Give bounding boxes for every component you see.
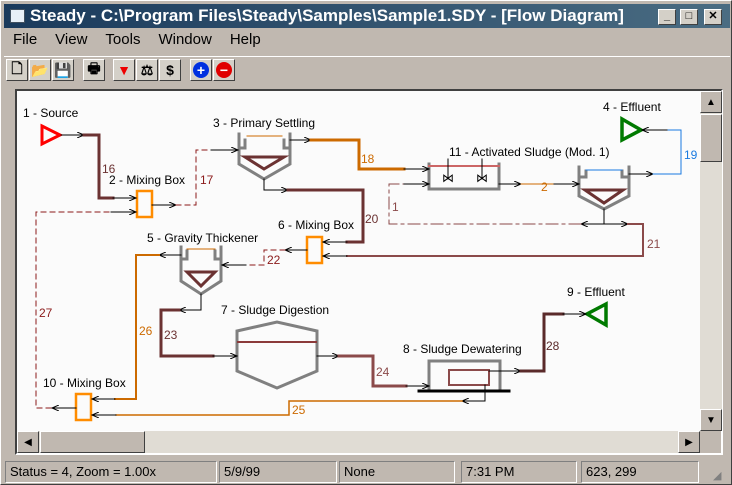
flow-diagram-canvas[interactable]: ⋈⋈ 1 - Source 2 - Mixing Box 3 - Primary… [17, 91, 700, 431]
menu-help[interactable]: Help [229, 31, 261, 48]
stream-label: 23 [164, 328, 178, 342]
stream-17[interactable] [151, 150, 238, 205]
unit-label: 4 - Effluent [603, 100, 661, 114]
save-icon[interactable]: 💾 [52, 59, 74, 81]
toolbar: 🗋 📂 💾 🖶 ▼ ⚖ $ + − [4, 56, 730, 82]
mixing-box-10[interactable] [74, 392, 93, 422]
unit-label: 3 - Primary Settling [213, 116, 315, 130]
plus-circle-icon: + [193, 62, 209, 78]
secondary-clarifier[interactable] [577, 165, 631, 211]
menu-window[interactable]: Window [158, 31, 212, 48]
gravity-thickener-unit[interactable] [179, 245, 223, 296]
unit-label: 7 - Sludge Digestion [221, 303, 329, 317]
stream-label: 2 [541, 180, 548, 194]
close-button[interactable]: ✕ [704, 9, 722, 25]
stream-label: 27 [39, 306, 53, 320]
svg-text:⋈: ⋈ [442, 171, 454, 185]
vertical-scrollbar[interactable]: ▲ ▼ [700, 91, 722, 431]
scroll-up-button[interactable]: ▲ [700, 91, 722, 113]
stream-18[interactable] [289, 140, 429, 169]
menu-view[interactable]: View [55, 31, 88, 48]
menu-tools[interactable]: Tools [105, 31, 141, 48]
stream-label: 16 [102, 162, 116, 176]
stream-26[interactable] [92, 255, 182, 399]
svg-text:⋈: ⋈ [476, 171, 488, 185]
scroll-down-button[interactable]: ▼ [700, 409, 722, 431]
status-time: 7:31 PM [461, 461, 577, 483]
effluent-4-unit[interactable] [620, 115, 645, 143]
stream-19[interactable] [628, 130, 682, 174]
unit-label: 8 - Sludge Dewatering [403, 342, 522, 356]
horizontal-scrollbar[interactable]: ◀ ▶ [17, 431, 700, 453]
stream-16[interactable] [60, 135, 136, 198]
stream-label: 21 [647, 237, 661, 251]
stream-27[interactable] [35, 212, 136, 408]
sludge-digestion-unit[interactable] [235, 320, 319, 390]
horizontal-scroll-thumb[interactable] [40, 431, 145, 453]
stream-21[interactable] [323, 224, 644, 256]
status-coords: 623, 299 [581, 461, 699, 483]
unit-label: 10 - Mixing Box [43, 376, 126, 390]
effluent-9-unit[interactable] [583, 301, 608, 329]
scroll-right-button[interactable]: ▶ [678, 431, 700, 453]
unit-label: 2 - Mixing Box [109, 173, 185, 187]
menu-file[interactable]: File [13, 31, 38, 48]
primary-settling-unit[interactable] [237, 132, 292, 181]
stream-20[interactable] [263, 178, 365, 242]
stream-22[interactable] [222, 250, 308, 265]
unit-label: 5 - Gravity Thickener [147, 231, 258, 245]
stream-25[interactable] [92, 384, 486, 415]
title-bar: Steady - C:\Program Files\Steady\Samples… [4, 4, 730, 28]
minimize-button[interactable]: _ [658, 9, 676, 25]
window-title: Steady - C:\Program Files\Steady\Samples… [30, 6, 624, 25]
unit-label: 1 - Source [23, 106, 79, 120]
balance-icon[interactable]: ⚖ [136, 59, 158, 81]
stream-label: 26 [139, 324, 153, 338]
diagram-frame: ⋈⋈ 1 - Source 2 - Mixing Box 3 - Primary… [15, 89, 723, 455]
flow-icon[interactable]: ▼ [113, 59, 135, 81]
status-zoom: Status = 4, Zoom = 1.00x [5, 461, 217, 483]
activated-sludge-tank[interactable]: ⋈⋈ [427, 158, 501, 191]
unit-label: 6 - Mixing Box [278, 218, 354, 232]
stream-label: 25 [292, 403, 306, 417]
open-icon[interactable]: 📂 [29, 59, 51, 81]
unit-label: 11 - Activated Sludge (Mod. 1) [449, 145, 610, 159]
stream-28[interactable] [488, 314, 586, 371]
status-mode: None [339, 461, 455, 483]
stream-label: 17 [200, 173, 214, 187]
stream-label: 18 [361, 152, 375, 166]
mixing-box-2[interactable] [135, 189, 154, 219]
cost-icon[interactable]: $ [159, 59, 181, 81]
stream-label: 22 [267, 253, 281, 267]
source-unit[interactable] [40, 123, 64, 147]
status-date: 5/9/99 [219, 461, 337, 483]
stream-label: 20 [365, 212, 379, 226]
sludge-dewatering-unit[interactable] [417, 359, 511, 393]
new-icon[interactable]: 🗋 [6, 59, 28, 81]
unit-label: 9 - Effluent [567, 285, 625, 299]
flow-diagram: ⋈⋈ 1 - Source 2 - Mixing Box 3 - Primary… [23, 100, 698, 422]
menu-bar: File View Tools Window Help [4, 29, 270, 51]
maximize-button[interactable]: □ [680, 9, 698, 25]
add-icon[interactable]: + [190, 59, 212, 81]
stream-label: 24 [376, 365, 390, 379]
vertical-scroll-thumb[interactable] [700, 114, 722, 162]
stream-24[interactable] [316, 356, 429, 386]
remove-icon[interactable]: − [213, 59, 235, 81]
stream-label: 28 [546, 339, 560, 353]
stream-label: 1 [392, 200, 399, 214]
print-icon[interactable]: 🖶 [83, 59, 105, 81]
stream-label: 19 [684, 148, 698, 162]
minus-circle-icon: − [216, 62, 232, 78]
resize-grip-icon[interactable]: ◢ [713, 470, 722, 482]
stream-23[interactable] [159, 293, 237, 356]
mixing-box-6[interactable] [305, 235, 324, 265]
scroll-left-button[interactable]: ◀ [17, 431, 39, 453]
app-icon [10, 9, 25, 23]
